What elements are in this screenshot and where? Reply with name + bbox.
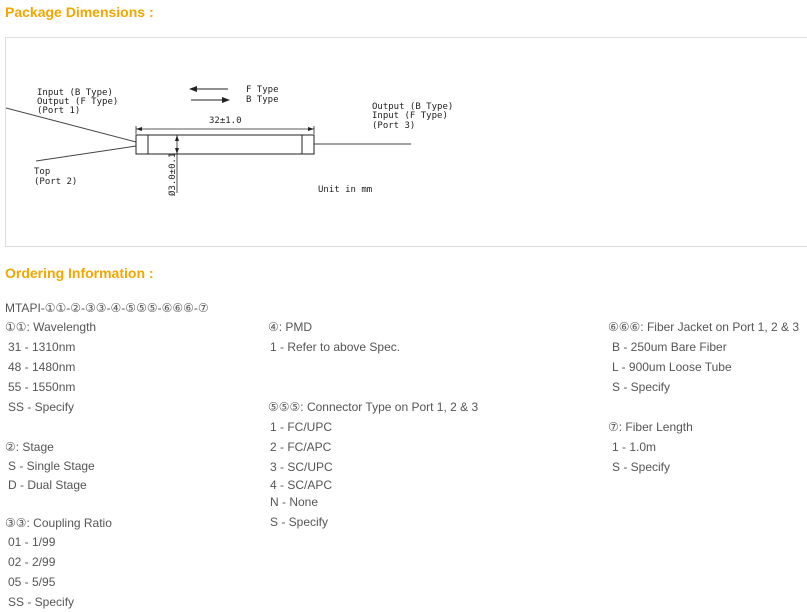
port2-label-line1: Top bbox=[34, 167, 50, 177]
length-arrow-right bbox=[308, 127, 314, 131]
connector-type-option: 2 - FC/APC bbox=[270, 440, 332, 454]
port2-fiber bbox=[35, 145, 137, 162]
connector-type-option: N - None bbox=[270, 495, 319, 509]
connector-type-header: ⑤⑤⑤: Connector Type on Port 1, 2 & 3 bbox=[268, 400, 479, 414]
connector-type-option: 3 - SC/UPC bbox=[270, 460, 333, 474]
part-number-template: MTAPI-①①-②-③③-④-⑤⑤⑤-⑥⑥⑥-⑦ bbox=[5, 301, 209, 315]
diameter-arrow-top bbox=[175, 135, 179, 141]
port2-label-line2: (Port 2) bbox=[34, 177, 77, 187]
fiber-jacket-option: B - 250um Bare Fiber bbox=[612, 340, 727, 354]
pmd-option: 1 - Refer to above Spec. bbox=[270, 340, 401, 354]
device-body bbox=[135, 134, 315, 155]
ordering-information-title: Ordering Information : bbox=[5, 265, 154, 281]
stage-header: ②: Stage bbox=[5, 440, 54, 454]
coupling-ratio-option: 02 - 2/99 bbox=[8, 555, 56, 569]
b-type-label: B Type bbox=[246, 95, 279, 105]
wavelength-option: 55 - 1550nm bbox=[8, 380, 76, 394]
port1-label-line3: (Port 1) bbox=[37, 106, 80, 116]
connector-type-option: 1 - FC/UPC bbox=[270, 420, 333, 434]
fiber-jacket-option: S - Specify bbox=[612, 380, 671, 394]
coupling-ratio-option: SS - Specify bbox=[8, 595, 75, 609]
port1-label-line2: Output (F Type) bbox=[37, 97, 118, 107]
fiber-length-header: ⑦: Fiber Length bbox=[608, 420, 693, 434]
port3-label-line1: Output (B Type) bbox=[372, 102, 453, 112]
port3-label-line2: Input (F Type) bbox=[372, 111, 448, 121]
coupling-ratio-header: ③③: Coupling Ratio bbox=[5, 516, 112, 530]
package-drawing: 32±1.0 Ø3.0±0.1 F Type B Type Input (B T… bbox=[6, 85, 453, 196]
fiber-jacket-option: L - 900um Loose Tube bbox=[612, 360, 732, 374]
diameter-dim-label: Ø3.0±0.1 bbox=[167, 153, 178, 196]
wavelength-option: 48 - 1480nm bbox=[8, 360, 76, 374]
stage-option: S - Single Stage bbox=[8, 459, 95, 473]
package-diagram: 32±1.0 Ø3.0±0.1 F Type B Type Input (B T… bbox=[5, 37, 807, 247]
port1-fiber bbox=[6, 107, 137, 143]
length-arrow-left bbox=[136, 127, 142, 131]
stage-option: D - Dual Stage bbox=[8, 478, 87, 492]
coupling-ratio-option: 05 - 5/95 bbox=[8, 575, 56, 589]
wavelength-header: ①①: Wavelength bbox=[5, 320, 97, 334]
f-type-label: F Type bbox=[246, 85, 279, 95]
fiber-length-option: 1 - 1.0m bbox=[612, 440, 657, 454]
port1-label-line1: Input (B Type) bbox=[37, 88, 113, 98]
connector-type-option: 4 - SC/APC bbox=[270, 478, 333, 492]
connector-type-option: S - Specify bbox=[270, 515, 329, 529]
coupling-ratio-option: 01 - 1/99 bbox=[8, 535, 56, 549]
fiber-jacket-header: ⑥⑥⑥: Fiber Jacket on Port 1, 2 & 3 bbox=[608, 320, 800, 334]
unit-label: Unit in mm bbox=[318, 185, 372, 195]
pmd-header: ④: PMD bbox=[268, 320, 313, 334]
fiber-length-option: S - Specify bbox=[612, 460, 671, 474]
length-dim-label: 32±1.0 bbox=[209, 116, 242, 126]
package-dimensions-title: Package Dimensions : bbox=[5, 4, 154, 20]
port3-label-line3: (Port 3) bbox=[372, 121, 415, 131]
diameter-arrow-bottom bbox=[175, 148, 179, 154]
f-type-arrow-head bbox=[189, 86, 197, 92]
b-type-arrow-head bbox=[222, 97, 230, 103]
wavelength-option: 31 - 1310nm bbox=[8, 340, 76, 354]
wavelength-option: SS - Specify bbox=[8, 400, 75, 414]
